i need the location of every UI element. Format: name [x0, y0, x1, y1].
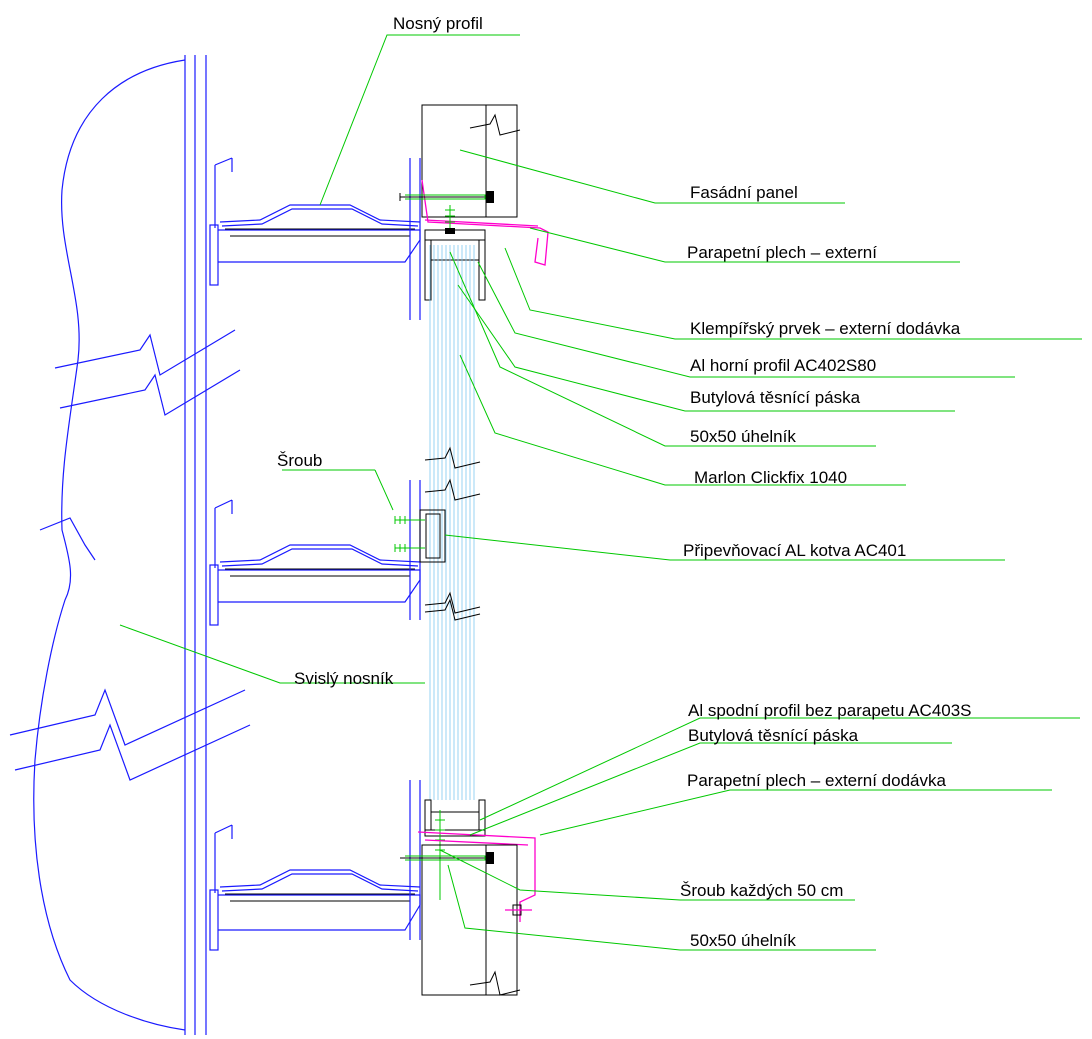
label-sroub: Šroub: [277, 451, 322, 470]
top-facade-panel: [421, 104, 521, 218]
labels: Nosný profil Fasádní panel Parapetní ple…: [277, 14, 972, 950]
label-al-horni-profil: Al horní profil AC402S80: [690, 356, 876, 375]
bottom-screw: [400, 852, 494, 864]
label-nosny-profil: Nosný profil: [393, 14, 483, 33]
label-uhelnik-1: 50x50 úhelník: [690, 427, 796, 446]
bracket-top: [209, 157, 421, 286]
marlon-panel: [424, 245, 481, 800]
label-svisly-nosnik: Svislý nosník: [294, 669, 394, 688]
al-bottom-profile: [424, 799, 486, 900]
bottom-facade-panel: [421, 844, 532, 996]
label-fasadni-panel: Fasádní panel: [690, 183, 798, 202]
label-butylova-1: Butylová těsnící páska: [690, 388, 861, 407]
label-uhelnik-2: 50x50 úhelník: [690, 931, 796, 950]
label-parapetni-plech-2: Parapetní plech – externí dodávka: [687, 771, 946, 790]
vertical-beam: [9, 55, 251, 1035]
label-pripevnovaci: Připevňovací AL kotva AC401: [683, 541, 906, 560]
carrier-rail: [409, 158, 421, 940]
bracket-middle: [209, 499, 421, 626]
leader-lines: [119, 34, 1082, 951]
label-klempirsky-prvek: Klempířský prvek – externí dodávka: [690, 319, 961, 338]
label-marlon: Marlon Clickfix 1040: [694, 468, 847, 487]
label-sroub-kazdych: Šroub každých 50 cm: [680, 881, 843, 900]
al-top-profile: [424, 205, 486, 301]
bracket-bottom: [209, 824, 421, 951]
label-parapetni-plech-1: Parapetní plech – externí: [687, 243, 877, 262]
mounting-anchor: [394, 509, 446, 563]
top-screw: [399, 191, 494, 203]
label-al-spodni-profil: Al spodní profil bez parapetu AC403S: [688, 701, 972, 720]
top-flashing: [421, 179, 549, 266]
label-butylova-2: Butylová těsnící páska: [688, 726, 859, 745]
bottom-flashing: [417, 831, 536, 922]
